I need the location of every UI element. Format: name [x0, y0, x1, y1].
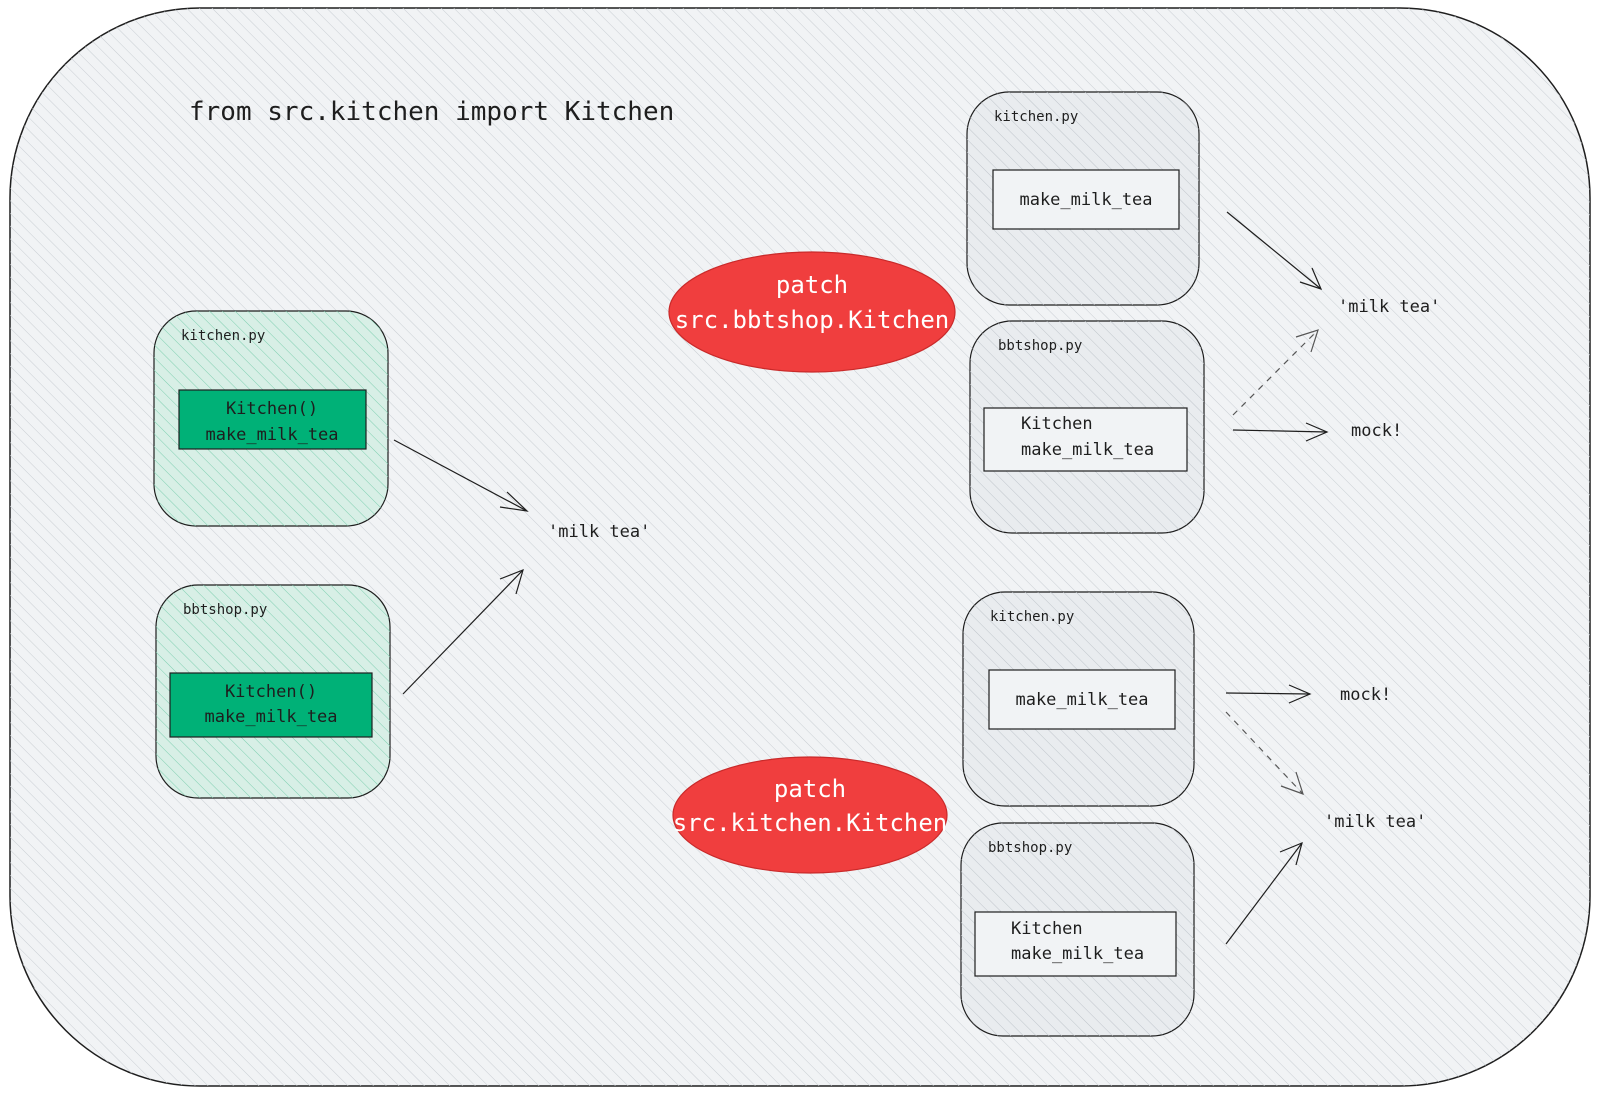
patch-bottom-line1: patch — [774, 775, 846, 803]
arrow-bottom-bbtshop-to-real — [1225, 842, 1303, 945]
left-kitchen-code-line1: Kitchen() — [226, 399, 318, 419]
left-bbtshop-code-line1: Kitchen() — [225, 682, 317, 702]
patch-top-line2: src.bbtshop.Kitchen — [675, 306, 950, 334]
arrow-bbtshop-to-result — [402, 569, 524, 695]
top-arrows — [1226, 211, 1329, 442]
top-bbtshop-code-line1: Kitchen — [1021, 414, 1093, 434]
left-result-label: 'milk tea' — [548, 522, 650, 542]
left-arrows — [393, 439, 529, 695]
top-kitchen-module: kitchen.py make_milk_tea — [966, 91, 1200, 306]
bottom-arrows — [1225, 684, 1312, 945]
patch-badge-top: patch src.bbtshop.Kitchen — [668, 251, 956, 373]
top-bbtshop-code-line2: make_milk_tea — [1021, 440, 1154, 460]
patch-badge-bottom: patch src.kitchen.Kitchen — [672, 756, 948, 874]
bottom-kitchen-code-block — [988, 669, 1176, 730]
arrow-top-kitchen-to-real-head — [1299, 267, 1323, 290]
arrow-top-bbtshop-to-real-dashed-head — [1295, 329, 1319, 353]
arrow-kitchen-to-result-head — [499, 491, 529, 512]
left-kitchen-code-block — [178, 389, 367, 450]
left-kitchen-module: kitchen.py Kitchen() make_milk_tea — [153, 310, 389, 527]
bottom-kitchen-code-line1: make_milk_tea — [1015, 690, 1148, 710]
left-kitchen-file-label: kitchen.py — [181, 328, 265, 344]
arrow-bbtshop-to-result-head — [499, 568, 524, 595]
bottom-kitchen-module: kitchen.py make_milk_tea — [962, 591, 1195, 807]
arrow-top-bbtshop-to-mock-head — [1305, 422, 1329, 442]
bottom-bbtshop-code-line2: make_milk_tea — [1011, 944, 1144, 964]
left-bbtshop-module: bbtshop.py Kitchen() make_milk_tea — [155, 584, 391, 799]
left-kitchen-code-line2: make_milk_tea — [205, 425, 338, 445]
bottom-bbtshop-code-block — [974, 911, 1177, 977]
top-result-real: 'milk tea' — [1338, 297, 1440, 317]
arrow-bottom-kitchen-to-mock-head — [1288, 684, 1312, 704]
bottom-kitchen-file-label: kitchen.py — [990, 609, 1074, 625]
top-kitchen-code-line1: make_milk_tea — [1019, 190, 1152, 210]
outer-frame — [9, 7, 1591, 1087]
left-bbtshop-code-line2: make_milk_tea — [204, 707, 337, 727]
bottom-result-mock: mock! — [1340, 685, 1391, 705]
arrow-bottom-kitchen-to-real-dashed-head — [1280, 771, 1304, 795]
arrow-top-bbtshop-to-mock — [1232, 429, 1328, 433]
arrow-top-kitchen-to-real — [1226, 211, 1322, 290]
bottom-bbtshop-file-label: bbtshop.py — [988, 840, 1072, 856]
diagram-title: from src.kitchen import Kitchen — [189, 97, 674, 127]
bottom-result-real: 'milk tea' — [1324, 812, 1426, 832]
arrow-bottom-bbtshop-to-real-head — [1279, 841, 1303, 866]
arrow-kitchen-to-result — [393, 439, 528, 512]
top-bbtshop-code-block — [983, 407, 1188, 472]
top-result-mock: mock! — [1351, 421, 1402, 441]
arrow-bottom-kitchen-to-mock — [1225, 692, 1311, 695]
bottom-bbtshop-module: bbtshop.py Kitchen make_milk_tea — [960, 822, 1195, 1037]
bottom-bbtshop-code-line1: Kitchen — [1011, 919, 1083, 939]
top-bbtshop-module: bbtshop.py Kitchen make_milk_tea — [969, 320, 1205, 534]
top-bbtshop-file-label: bbtshop.py — [998, 338, 1082, 354]
top-kitchen-code-block — [992, 169, 1180, 230]
left-bbtshop-file-label: bbtshop.py — [183, 602, 267, 618]
left-bbtshop-code-block — [169, 672, 373, 738]
patch-bottom-line2: src.kitchen.Kitchen — [673, 809, 948, 837]
top-kitchen-file-label: kitchen.py — [994, 109, 1078, 125]
arrow-top-bbtshop-to-real-dashed — [1232, 329, 1319, 416]
patch-top-line1: patch — [776, 271, 848, 299]
